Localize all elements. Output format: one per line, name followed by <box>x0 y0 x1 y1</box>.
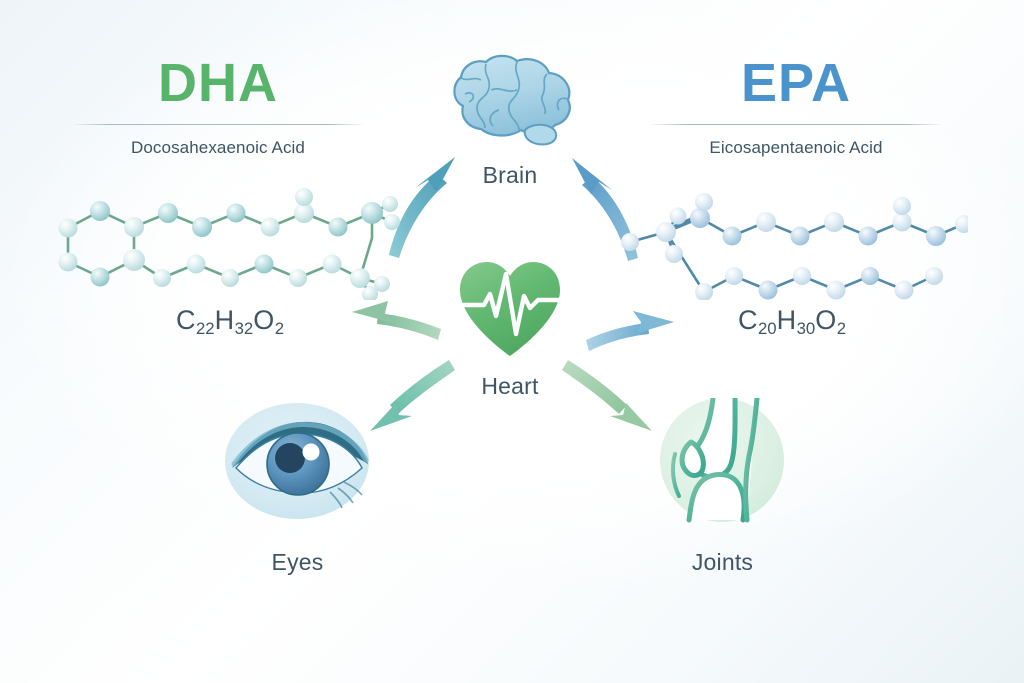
benefit-node-eyes[interactable]: Eyes <box>210 398 385 576</box>
dha-full-name: Docosahexaenoic Acid <box>130 138 305 157</box>
epa-molecule-diagram <box>608 180 968 300</box>
epa-title-block: EPA Eicosapentaenoic Acid <box>646 52 946 158</box>
dha-formula: C22H32O2 <box>176 305 285 338</box>
epa-full-name: Eicosapentaenoic Acid <box>709 138 883 157</box>
knee-joint-icon <box>660 395 784 523</box>
eye-icon <box>225 403 369 519</box>
brain-label: Brain <box>482 162 538 188</box>
epa-title-divider <box>652 124 940 125</box>
epa-formula: C20H30O2 <box>738 305 847 338</box>
dha-formula-text: C22H32O2 <box>176 305 285 338</box>
epa-acronym: EPA <box>740 53 852 113</box>
heart-pulse-icon <box>453 262 567 356</box>
eyes-label: Eyes <box>271 549 324 575</box>
dha-title-divider <box>74 124 362 125</box>
dha-title-block: DHA Docosahexaenoic Acid <box>68 52 368 158</box>
benefit-node-heart[interactable]: Heart <box>425 258 595 400</box>
epa-formula-text: C20H30O2 <box>738 305 847 338</box>
benefit-node-brain[interactable]: Brain <box>425 48 595 189</box>
arrow-heart-to-epa <box>586 311 674 351</box>
dha-acronym: DHA <box>158 53 278 113</box>
benefit-node-joints[interactable]: Joints <box>635 395 810 576</box>
joints-label: Joints <box>691 549 754 575</box>
dha-molecule-diagram <box>52 180 400 300</box>
heart-label: Heart <box>481 373 539 399</box>
brain-icon <box>453 54 571 146</box>
